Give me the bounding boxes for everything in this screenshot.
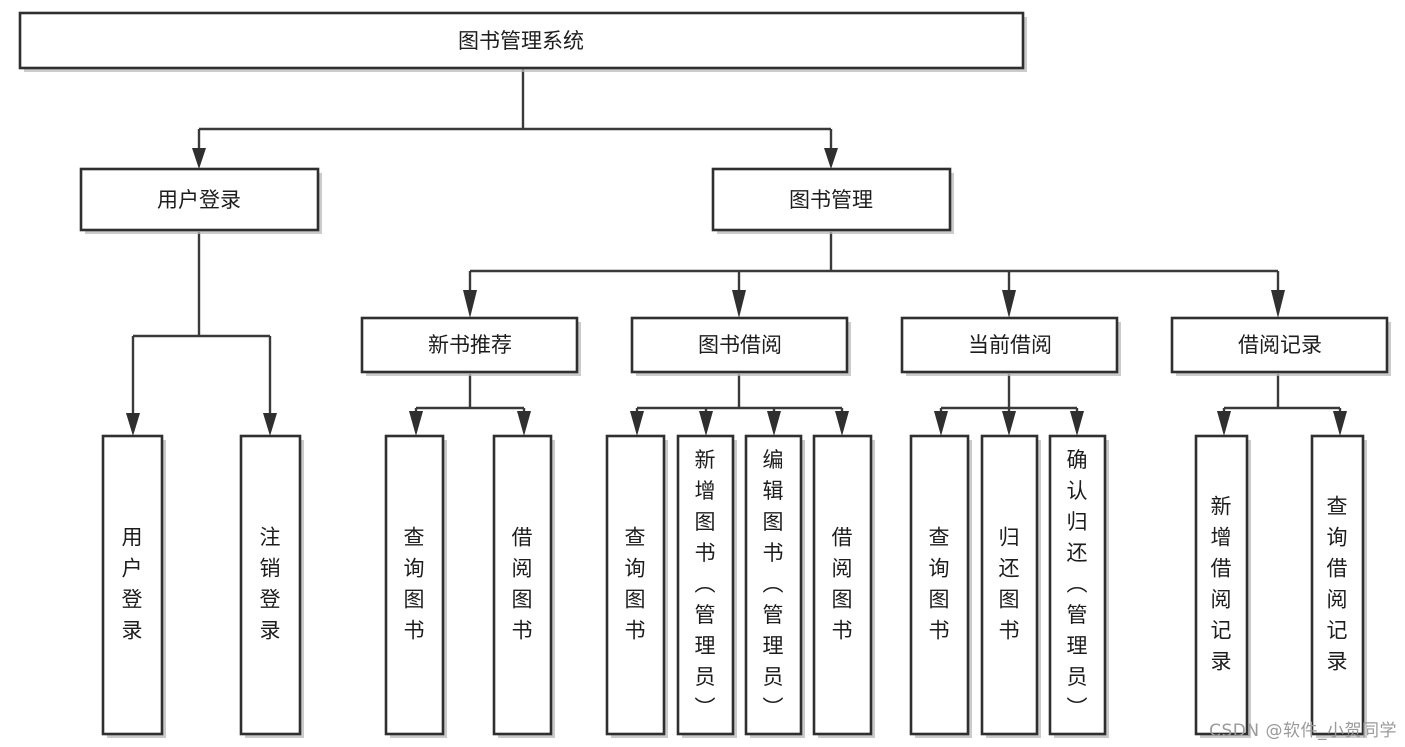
leaf-bb-borrow-box (812, 434, 873, 736)
node-leaf-nb-query-book[interactable]: 查询图书 (384, 434, 447, 738)
book-borrow-label: 图书借阅 (698, 333, 782, 357)
arrow-head-cb-leaf-3 (1070, 411, 1084, 436)
leaf-bb-borrow-label: 借阅图书 (832, 526, 853, 643)
borrow-record-label: 借阅记录 (1238, 333, 1322, 357)
leaf-user-login-box (101, 434, 164, 736)
arrow-head-borrow-record (1271, 290, 1285, 318)
leaf-cb-return-box (980, 434, 1039, 736)
arrow-head-bb-leaf-2 (699, 411, 713, 436)
node-new-book-recommend[interactable]: 新书推荐 (360, 316, 581, 376)
leaf-br-query-box (1310, 434, 1365, 736)
arrow-head-br-leaf-2 (1333, 411, 1347, 436)
leaf-cb-query-label: 查询图书 (929, 526, 950, 643)
node-leaf-bb-borrow-book[interactable]: 借阅图书 (812, 434, 875, 738)
node-leaf-cb-confirm-return[interactable]: 确认归还︵管理员︶ (1048, 434, 1109, 738)
leaf-bb-edit-box (744, 434, 803, 736)
arrow-head-new-book (463, 290, 477, 318)
user-login-box (79, 167, 320, 232)
leaf-cb-confirm-box (1048, 434, 1107, 736)
leaf-bb-edit-label: 编辑图书︵管理员︶ (763, 448, 784, 720)
leaf-cb-query-box (909, 434, 970, 736)
root-box (18, 11, 1025, 70)
leaf-nb-borrow-label: 借阅图书 (512, 526, 533, 643)
borrow-record-box (1170, 316, 1389, 374)
node-leaf-br-add-record[interactable]: 新增借阅记录 (1194, 434, 1251, 738)
leaf-bb-add-label: 新增图书︵管理员︶ (695, 448, 716, 720)
node-leaf-br-query-record[interactable]: 查询借阅记录 (1310, 434, 1367, 738)
arrow-head-book-mgmt (824, 148, 838, 169)
node-book-borrow[interactable]: 图书借阅 (630, 316, 851, 376)
leaf-cb-return-label: 归还图书 (999, 526, 1020, 643)
leaf-br-query-label: 查询借阅记录 (1327, 495, 1348, 674)
leaf-bb-add-box (676, 434, 735, 736)
leaf-logout-box (239, 434, 302, 736)
leaf-bb-query-box (605, 434, 666, 736)
arrow-head-user-login (192, 148, 206, 169)
node-book-management[interactable]: 图书管理 (711, 167, 954, 234)
leaf-br-add-box (1194, 434, 1249, 736)
book-management-label: 图书管理 (789, 188, 873, 212)
leaf-bb-query-label: 查询图书 (625, 526, 646, 643)
leaf-cb-confirm-label: 确认归还︵管理员︶ (1067, 448, 1088, 720)
current-borrow-box (900, 316, 1119, 374)
leaf-user-login-label: 用户登录 (122, 526, 143, 643)
node-leaf-bb-query-book[interactable]: 查询图书 (605, 434, 668, 738)
arrow-head-cb-leaf-2 (1002, 411, 1016, 436)
leaf-nb-query-box (384, 434, 445, 736)
root-label: 图书管理系统 (458, 29, 584, 53)
arrow-head-leaf-user-login (126, 413, 140, 436)
node-root[interactable]: 图书管理系统 (18, 11, 1027, 72)
arrow-head-bb-leaf-1 (630, 411, 644, 436)
arrow-head-nb-leaf-1 (409, 411, 423, 436)
node-leaf-cb-query-book[interactable]: 查询图书 (909, 434, 972, 738)
node-leaf-nb-borrow-book[interactable]: 借阅图书 (492, 434, 555, 738)
book-management-box (711, 167, 952, 232)
node-leaf-cb-return-book[interactable]: 归还图书 (980, 434, 1041, 738)
arrow-head-nb-leaf-2 (517, 411, 531, 436)
book-borrow-box (630, 316, 849, 374)
leaf-nb-query-label: 查询图书 (404, 526, 425, 643)
new-book-box (360, 316, 579, 374)
connector-layer (126, 68, 1347, 436)
node-borrow-record[interactable]: 借阅记录 (1170, 316, 1391, 376)
leaf-br-add-label: 新增借阅记录 (1211, 495, 1232, 674)
node-user-login[interactable]: 用户登录 (79, 167, 322, 234)
arrow-head-bb-leaf-3 (767, 411, 781, 436)
node-current-borrow[interactable]: 当前借阅 (900, 316, 1121, 376)
arrow-head-leaf-logout (263, 413, 277, 436)
arrow-head-br-leaf-1 (1217, 411, 1231, 436)
user-login-label: 用户登录 (157, 188, 241, 212)
arrow-head-bb-leaf-4 (835, 411, 849, 436)
arrow-head-current-borrow (1002, 290, 1016, 318)
node-leaf-user-login[interactable]: 用户登录 (101, 434, 166, 738)
arrow-head-book-borrow (732, 290, 746, 318)
current-borrow-label: 当前借阅 (968, 333, 1052, 357)
node-leaf-bb-edit-book[interactable]: 编辑图书︵管理员︶ (744, 434, 805, 738)
new-book-label: 新书推荐 (428, 333, 512, 357)
leaf-logout-label: 注销登录 (260, 526, 281, 643)
leaf-nb-borrow-box (492, 434, 553, 736)
node-leaf-logout[interactable]: 注销登录 (239, 434, 304, 738)
node-leaf-bb-add-book[interactable]: 新增图书︵管理员︶ (676, 434, 737, 738)
arrow-head-cb-leaf-1 (934, 411, 948, 436)
